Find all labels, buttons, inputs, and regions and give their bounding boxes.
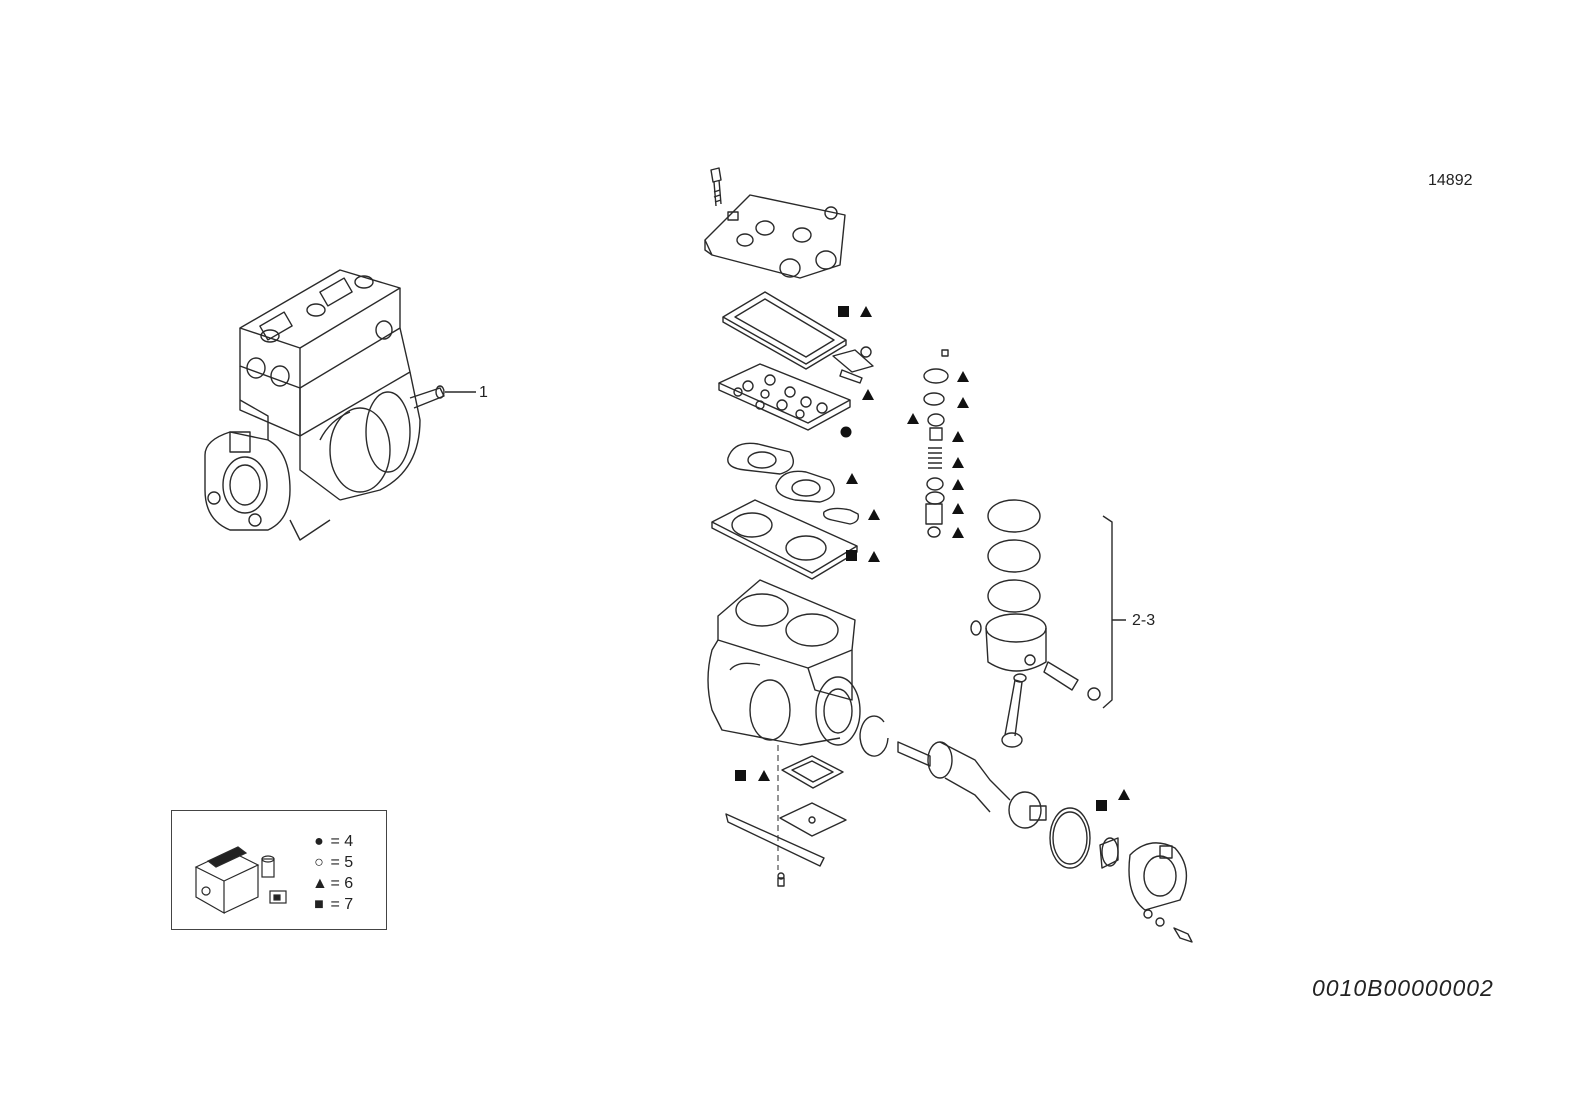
repair-kit-box-illustration (194, 846, 287, 915)
filled-square-icon: ■ (314, 896, 324, 913)
legend-label: = 4 (330, 833, 354, 850)
piston-group-bracket (1102, 515, 1126, 709)
legend-row-5: ○ = 5 (312, 854, 353, 872)
kit-legend: ● = 4 ○ = 5 ▲ = 6 ■ = 7 (171, 810, 387, 930)
legend-label: = 5 (330, 854, 354, 871)
legend-label: = 7 (330, 896, 354, 913)
drawing-number: 14892 (1428, 172, 1473, 189)
assembled-compressor (204, 269, 445, 541)
filled-triangle-icon: ▲ (312, 875, 328, 892)
kit-markers (735, 306, 1130, 811)
legend-row-6: ▲ = 6 (312, 875, 353, 893)
callout-assembly: 1 (479, 384, 488, 401)
legend-row-4: ● = 4 (312, 833, 353, 851)
open-circle-icon: ○ (314, 854, 324, 871)
callout-piston-group: 2-3 (1132, 612, 1156, 629)
legend-label: = 6 (330, 875, 354, 892)
exploded-parts (704, 167, 1193, 943)
filled-circle-icon: ● (314, 833, 324, 850)
document-code: 0010B00000002 (1312, 975, 1494, 1001)
legend-row-7: ■ = 7 (312, 896, 353, 914)
